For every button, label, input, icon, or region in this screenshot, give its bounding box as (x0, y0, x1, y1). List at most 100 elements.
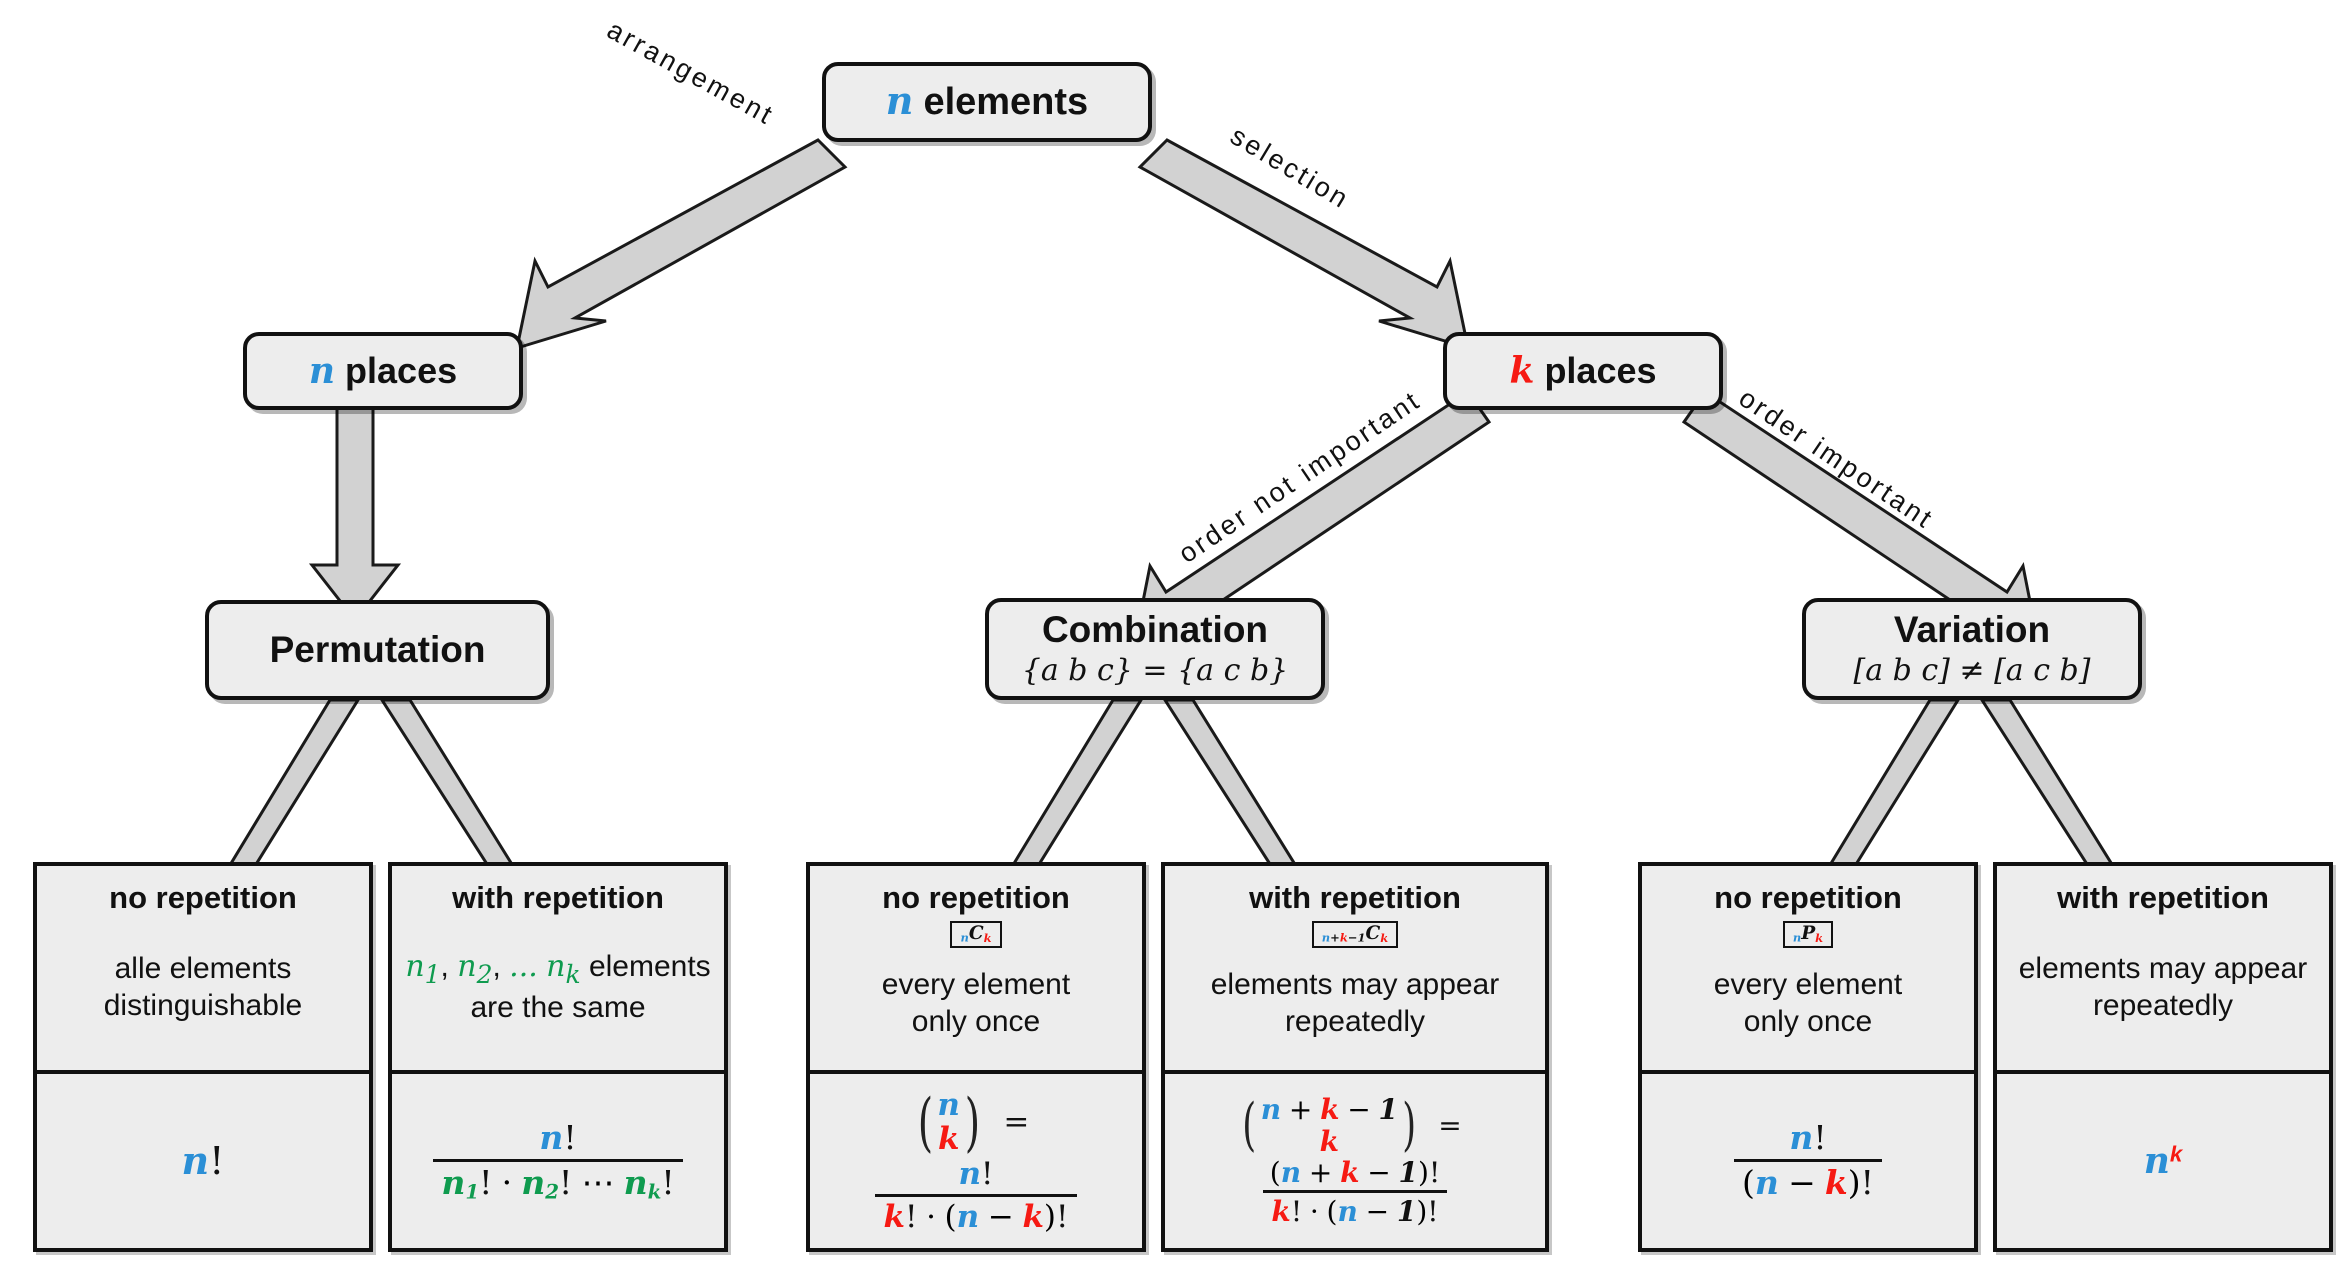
card-description: elements may appear repeatedly (1997, 916, 2329, 1070)
node-variation[interactable]: Variation [a b c] ≠ [a c b] (1802, 598, 2142, 700)
var-n2: n2 (521, 1162, 560, 1204)
card-combination-no-repetition[interactable]: no repetition nCk every element only onc… (806, 862, 1146, 1252)
var-n: n (1789, 1118, 1814, 1158)
desc-line-2: only once (911, 1005, 1041, 1039)
var-k: k (1271, 1195, 1291, 1229)
card-formula: nk (1997, 1070, 2329, 1248)
card-header: no repetition (882, 880, 1070, 915)
var-k: k (1340, 1156, 1360, 1189)
card-top: no repetition nPk (1642, 866, 1974, 949)
times-dot: · (501, 1162, 513, 1202)
fraction-denominator: k! · (n − k)! (875, 1193, 1077, 1235)
var-n: n (308, 349, 336, 392)
binomial-coefficient: ( n k ) (913, 1084, 985, 1159)
card-permutation-with-repetition[interactable]: with repetition n1, n2, ... nk elements … (388, 862, 728, 1252)
ellipsis: ... (509, 948, 538, 984)
desc-line-2: repeatedly (1284, 1005, 1426, 1039)
node-root-word: elements (923, 81, 1089, 124)
card-formula: n! (37, 1070, 369, 1248)
desc-line-1: elements may appear (2018, 952, 2308, 986)
elements-word: elements (588, 949, 711, 983)
card-header: with repetition (2057, 880, 2269, 915)
card-combination-with-repetition[interactable]: with repetition n+k−1Ck elements may app… (1161, 862, 1549, 1252)
var-k: k (1339, 930, 1348, 945)
paren-close: ) (964, 1084, 981, 1159)
card-header: with repetition (452, 880, 664, 915)
var-k: k (1509, 349, 1535, 392)
card-description: every element only once (1642, 948, 1974, 1070)
fraction-numerator: n! (531, 1119, 584, 1159)
comma: , (440, 949, 449, 983)
fraction-denominator: n1! · n2! ⋯ nk! (433, 1158, 683, 1204)
var-n: n (956, 1198, 980, 1235)
minus-sign: − (987, 1198, 1014, 1235)
symbol-nplusk-1Ck: n+k−1Ck (1311, 921, 1399, 949)
combination-symbol: C (968, 923, 984, 944)
card-formula: n! (n − k)! (1642, 1070, 1974, 1248)
fraction-numerator: (n + k − 1)! (1269, 1156, 1441, 1189)
node-permutation[interactable]: Permutation (205, 600, 550, 700)
comma: , (492, 949, 501, 983)
card-top: no repetition nCk (810, 866, 1142, 949)
var-k: k (1320, 1093, 1340, 1127)
var-n: n (937, 1086, 960, 1123)
permutation-symbol: P (1801, 923, 1816, 944)
var-n1: n1 (441, 1162, 480, 1204)
arrow-selection (1137, 138, 1470, 351)
var-k: k (1815, 930, 1824, 945)
paren-open: ( (917, 1084, 933, 1159)
desc-line-1: every element (881, 968, 1071, 1002)
fraction-numerator: n! (958, 1156, 994, 1192)
desc-line-1: every element (1713, 968, 1903, 1002)
card-formula: n! n1! · n2! ⋯ nk! (392, 1070, 724, 1248)
var-n: n (1792, 930, 1802, 945)
card-description: every element only once (810, 948, 1142, 1070)
desc-line-1: elements may appear (1210, 968, 1500, 1002)
paren-close: ) (1402, 1091, 1417, 1159)
const-one: 1 (1398, 1156, 1419, 1189)
card-header: with repetition (1249, 880, 1461, 915)
minus-sign: − (1365, 1195, 1390, 1229)
node-n-places-word: places (345, 349, 458, 391)
card-formula: ( n k ) = n! k! · (n − (810, 1070, 1142, 1248)
desc-line-2: distinguishable (103, 989, 303, 1022)
var-n: n (885, 78, 914, 124)
var-n: n (2143, 1140, 2170, 1182)
factorial-sign: ! (209, 1139, 225, 1183)
node-combination-title: Combination (1041, 609, 1269, 651)
times-dot: · (1309, 1195, 1319, 1229)
var-nk: nk (623, 1162, 662, 1204)
var-k: k (883, 1198, 905, 1235)
var-k: k (1380, 930, 1389, 945)
arrow-arrangement (515, 138, 848, 351)
minus-sign: − (1347, 1093, 1371, 1127)
card-formula: ( n + k − 1 k ) = (1165, 1070, 1545, 1248)
card-permutation-no-repetition[interactable]: no repetition alle elements distinguisha… (33, 862, 373, 1252)
var-k: k (1022, 1198, 1044, 1235)
const-one: 1 (1357, 930, 1366, 945)
card-variation-with-repetition[interactable]: with repetition elements may appear repe… (1993, 862, 2333, 1252)
card-header: no repetition (1714, 880, 1902, 915)
minus-sign: − (1347, 930, 1358, 945)
card-description: alle elements distinguishable (37, 916, 369, 1070)
node-combination[interactable]: Combination {a b c} = {a c b} (985, 598, 1325, 700)
desc-line-2: repeatedly (2092, 989, 2234, 1022)
var-n: n (1280, 1156, 1302, 1189)
desc-line-2: are the same (470, 991, 646, 1025)
fraction-denominator: k! · (n − 1)! (1263, 1190, 1447, 1229)
minus-sign: − (1367, 1156, 1391, 1189)
desc-line-1: n1, n2, ... nk elements (405, 949, 710, 991)
var-k: k (937, 1121, 960, 1158)
card-variation-no-repetition[interactable]: no repetition nPk every element only onc… (1638, 862, 1978, 1252)
desc-line-2: only once (1743, 1005, 1873, 1039)
var-k: k (1319, 1124, 1340, 1158)
plus-sign: + (1308, 1156, 1333, 1189)
card-top: with repetition (1997, 866, 2329, 916)
var-k: k (1824, 1163, 1848, 1202)
card-top: with repetition (392, 866, 724, 916)
